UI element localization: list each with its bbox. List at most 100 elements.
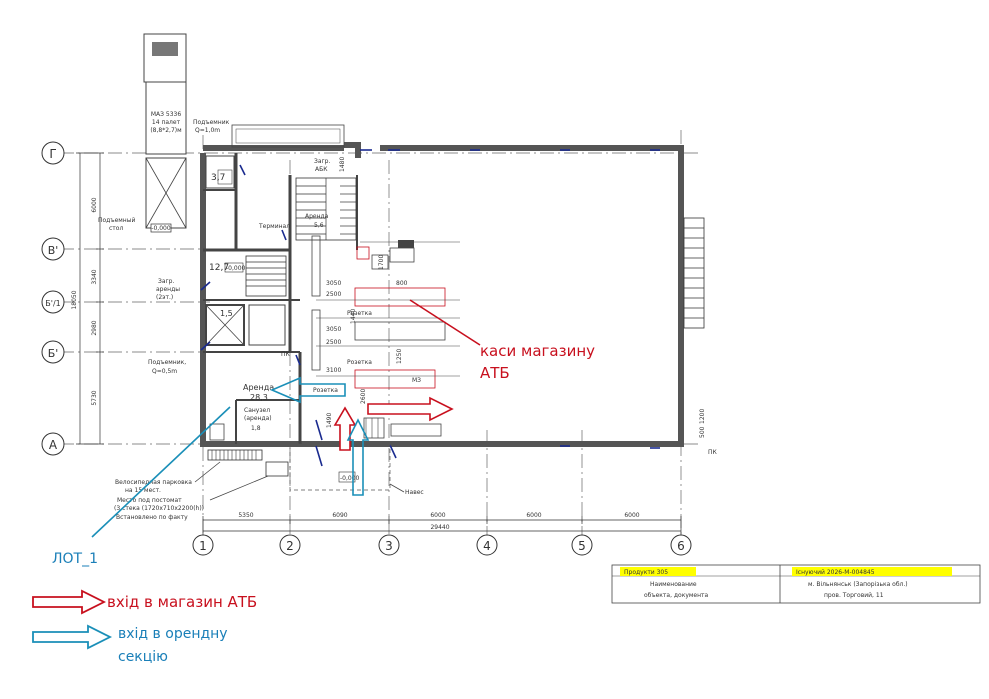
dim-1250: 1250 xyxy=(396,349,403,364)
lot-pointer-line xyxy=(91,406,231,538)
pk-label-1: ПК xyxy=(281,351,291,358)
rozetka-1: Розетка xyxy=(347,310,372,317)
axis-number-4: 4 xyxy=(483,539,491,553)
title-left-name-2: объекта, документа xyxy=(644,592,709,599)
dim-1490: 1490 xyxy=(326,413,333,428)
dim-left-2980: 2980 xyxy=(91,320,98,335)
dim-2500-b: 2500 xyxy=(326,339,341,346)
postomat-1: Место под постомат xyxy=(117,497,182,504)
canopy-label: Навес xyxy=(405,489,424,496)
dim-1440: 1440 xyxy=(350,309,357,324)
title-block: Продукти 305 Наименование объекта, докум… xyxy=(611,564,981,604)
building-walls xyxy=(200,124,684,447)
dim-bottom-total: 29440 xyxy=(430,524,449,531)
axis-number-5: 5 xyxy=(578,539,586,553)
axis-bubbles-letters: Г В' Б'/1 Б' А xyxy=(41,141,65,456)
axis-number-2: 2 xyxy=(286,539,294,553)
rozetka-3: Розетка xyxy=(313,387,338,394)
mz-label: МЗ xyxy=(412,377,421,384)
pk-label-2: ПК xyxy=(708,449,718,456)
legend-teal-arrow xyxy=(32,624,113,650)
dim-3050-b: 3050 xyxy=(326,326,341,333)
interior-walls xyxy=(203,153,358,444)
dim-left-total: 18050 xyxy=(71,290,78,309)
legend-rent-entry-1: вхід в орендну xyxy=(118,626,228,642)
dim-800: 800 xyxy=(396,280,408,287)
sanuzel-area: 1,8 xyxy=(251,425,261,432)
title-right-addr-2: пров. Торговий, 11 xyxy=(824,592,884,599)
legend-red-arrow xyxy=(32,589,107,615)
title-left-name-1: Наименование xyxy=(650,581,697,588)
zagr-arendy-1: Загр. xyxy=(158,278,174,285)
axis-letter-v: В' xyxy=(48,244,59,257)
lift-bottom-label: Подъемник, xyxy=(148,359,186,366)
axis-bubbles-numbers: 1 2 3 4 5 6 xyxy=(192,534,692,556)
axis-letter-g: Г xyxy=(49,147,56,161)
abk-label: АБК xyxy=(315,166,328,173)
truck-desc: 14 палет xyxy=(152,119,181,126)
dim-3050-a: 3050 xyxy=(326,280,341,287)
lift-table-label2: стол xyxy=(109,225,123,232)
truck-model: МАЗ 5336 xyxy=(151,111,181,118)
dim-left-6000: 6000 xyxy=(91,197,98,212)
zagr-arendy-3: (2эт.) xyxy=(156,294,173,301)
room-12-7-level: -0,000 xyxy=(226,265,246,272)
kasy-label-1: каси магазину xyxy=(480,342,595,360)
lift-table-label: Подъемный xyxy=(98,217,135,224)
stairs-abk xyxy=(295,177,357,241)
zagr-abk-label: Загр. xyxy=(314,158,330,165)
dim-1700: 1700 xyxy=(378,255,385,270)
dim-1480: 1480 xyxy=(339,157,346,172)
dim-bottom-5350: 5350 xyxy=(238,512,253,519)
bike-parking-2: на 15 мест. xyxy=(125,487,161,494)
room-3-7: 3,7 xyxy=(211,173,225,183)
axis-number-6: 6 xyxy=(677,539,685,553)
left-dimensions: 6000 3340 2980 5730 18050 xyxy=(71,152,104,445)
dim-bottom-6000a: 6000 xyxy=(430,512,445,519)
legend-atb-entry: вхід в магазин АТБ xyxy=(107,593,257,611)
sanuzel-label2: (аренда) xyxy=(244,415,272,422)
canopy-level: -0,000 xyxy=(340,475,360,482)
bottom-dimensions: 5350 6090 6000 6000 6000 29440 xyxy=(202,512,682,535)
dim-bottom-6000c: 6000 xyxy=(624,512,639,519)
axis-number-1: 1 xyxy=(199,539,207,553)
kasy-label-2: АТБ xyxy=(480,364,510,382)
rozetka-2: Розетка xyxy=(347,359,372,366)
title-left-code: Продукти 305 xyxy=(624,569,668,576)
lift-shaft: 1,5 xyxy=(205,304,286,346)
axis-letter-b: Б' xyxy=(48,347,59,360)
arenda-28-3-area: 28,3 xyxy=(250,393,268,402)
legend-rent-entry-2: секцію xyxy=(118,649,168,665)
title-right-addr-1: м. Вільнянськ (Запорізька обл.) xyxy=(808,581,908,588)
bike-parking-1: Велосипедная парковка xyxy=(115,479,192,486)
dim-2600: 2600 xyxy=(360,389,367,404)
zagr-arendy-2: аренды xyxy=(156,286,180,293)
lift-top-label: Подъемник xyxy=(193,119,230,126)
axis-letter-b1: Б'/1 xyxy=(45,299,60,308)
dim-bottom-6090: 6090 xyxy=(332,512,347,519)
postomat-3: Встановлено по факту xyxy=(116,514,188,521)
truck-size: (8,8*2,7)м xyxy=(150,127,181,134)
postomat-2: (3 стека (1720х710х2200(h)) xyxy=(114,505,204,512)
axis-letter-a: А xyxy=(49,438,58,452)
dim-left-5730: 5730 xyxy=(91,390,98,405)
truck-maz: МАЗ 5336 14 палет (8,8*2,7)м -0,000 xyxy=(143,33,187,233)
arenda-28-3-title: Аренда xyxy=(243,383,274,392)
axis-number-3: 3 xyxy=(385,539,393,553)
dim-2500-a: 2500 xyxy=(326,291,341,298)
arenda-5-6-area: 5,6 xyxy=(314,222,324,229)
stairs-rent xyxy=(245,255,287,297)
legend: вхід в магазин АТБ вхід в орендну секцію xyxy=(32,589,257,665)
room-1-5: 1,5 xyxy=(220,309,233,318)
dim-bottom-6000b: 6000 xyxy=(526,512,541,519)
title-right-code: Існуючий 2026-М-004845 xyxy=(796,569,875,576)
arenda-5-6-title: Аренда xyxy=(305,213,329,220)
lift-bottom-capacity: Q=0,5m xyxy=(152,368,177,375)
terminal-label: Терминал xyxy=(258,223,290,230)
sanuzel-label: Санузел xyxy=(244,407,270,414)
dim-1200: 1200 xyxy=(699,409,706,424)
lot-label: ЛОТ_1 xyxy=(52,551,98,567)
dim-3100: 3100 xyxy=(326,367,341,374)
right-ramp xyxy=(683,217,705,329)
